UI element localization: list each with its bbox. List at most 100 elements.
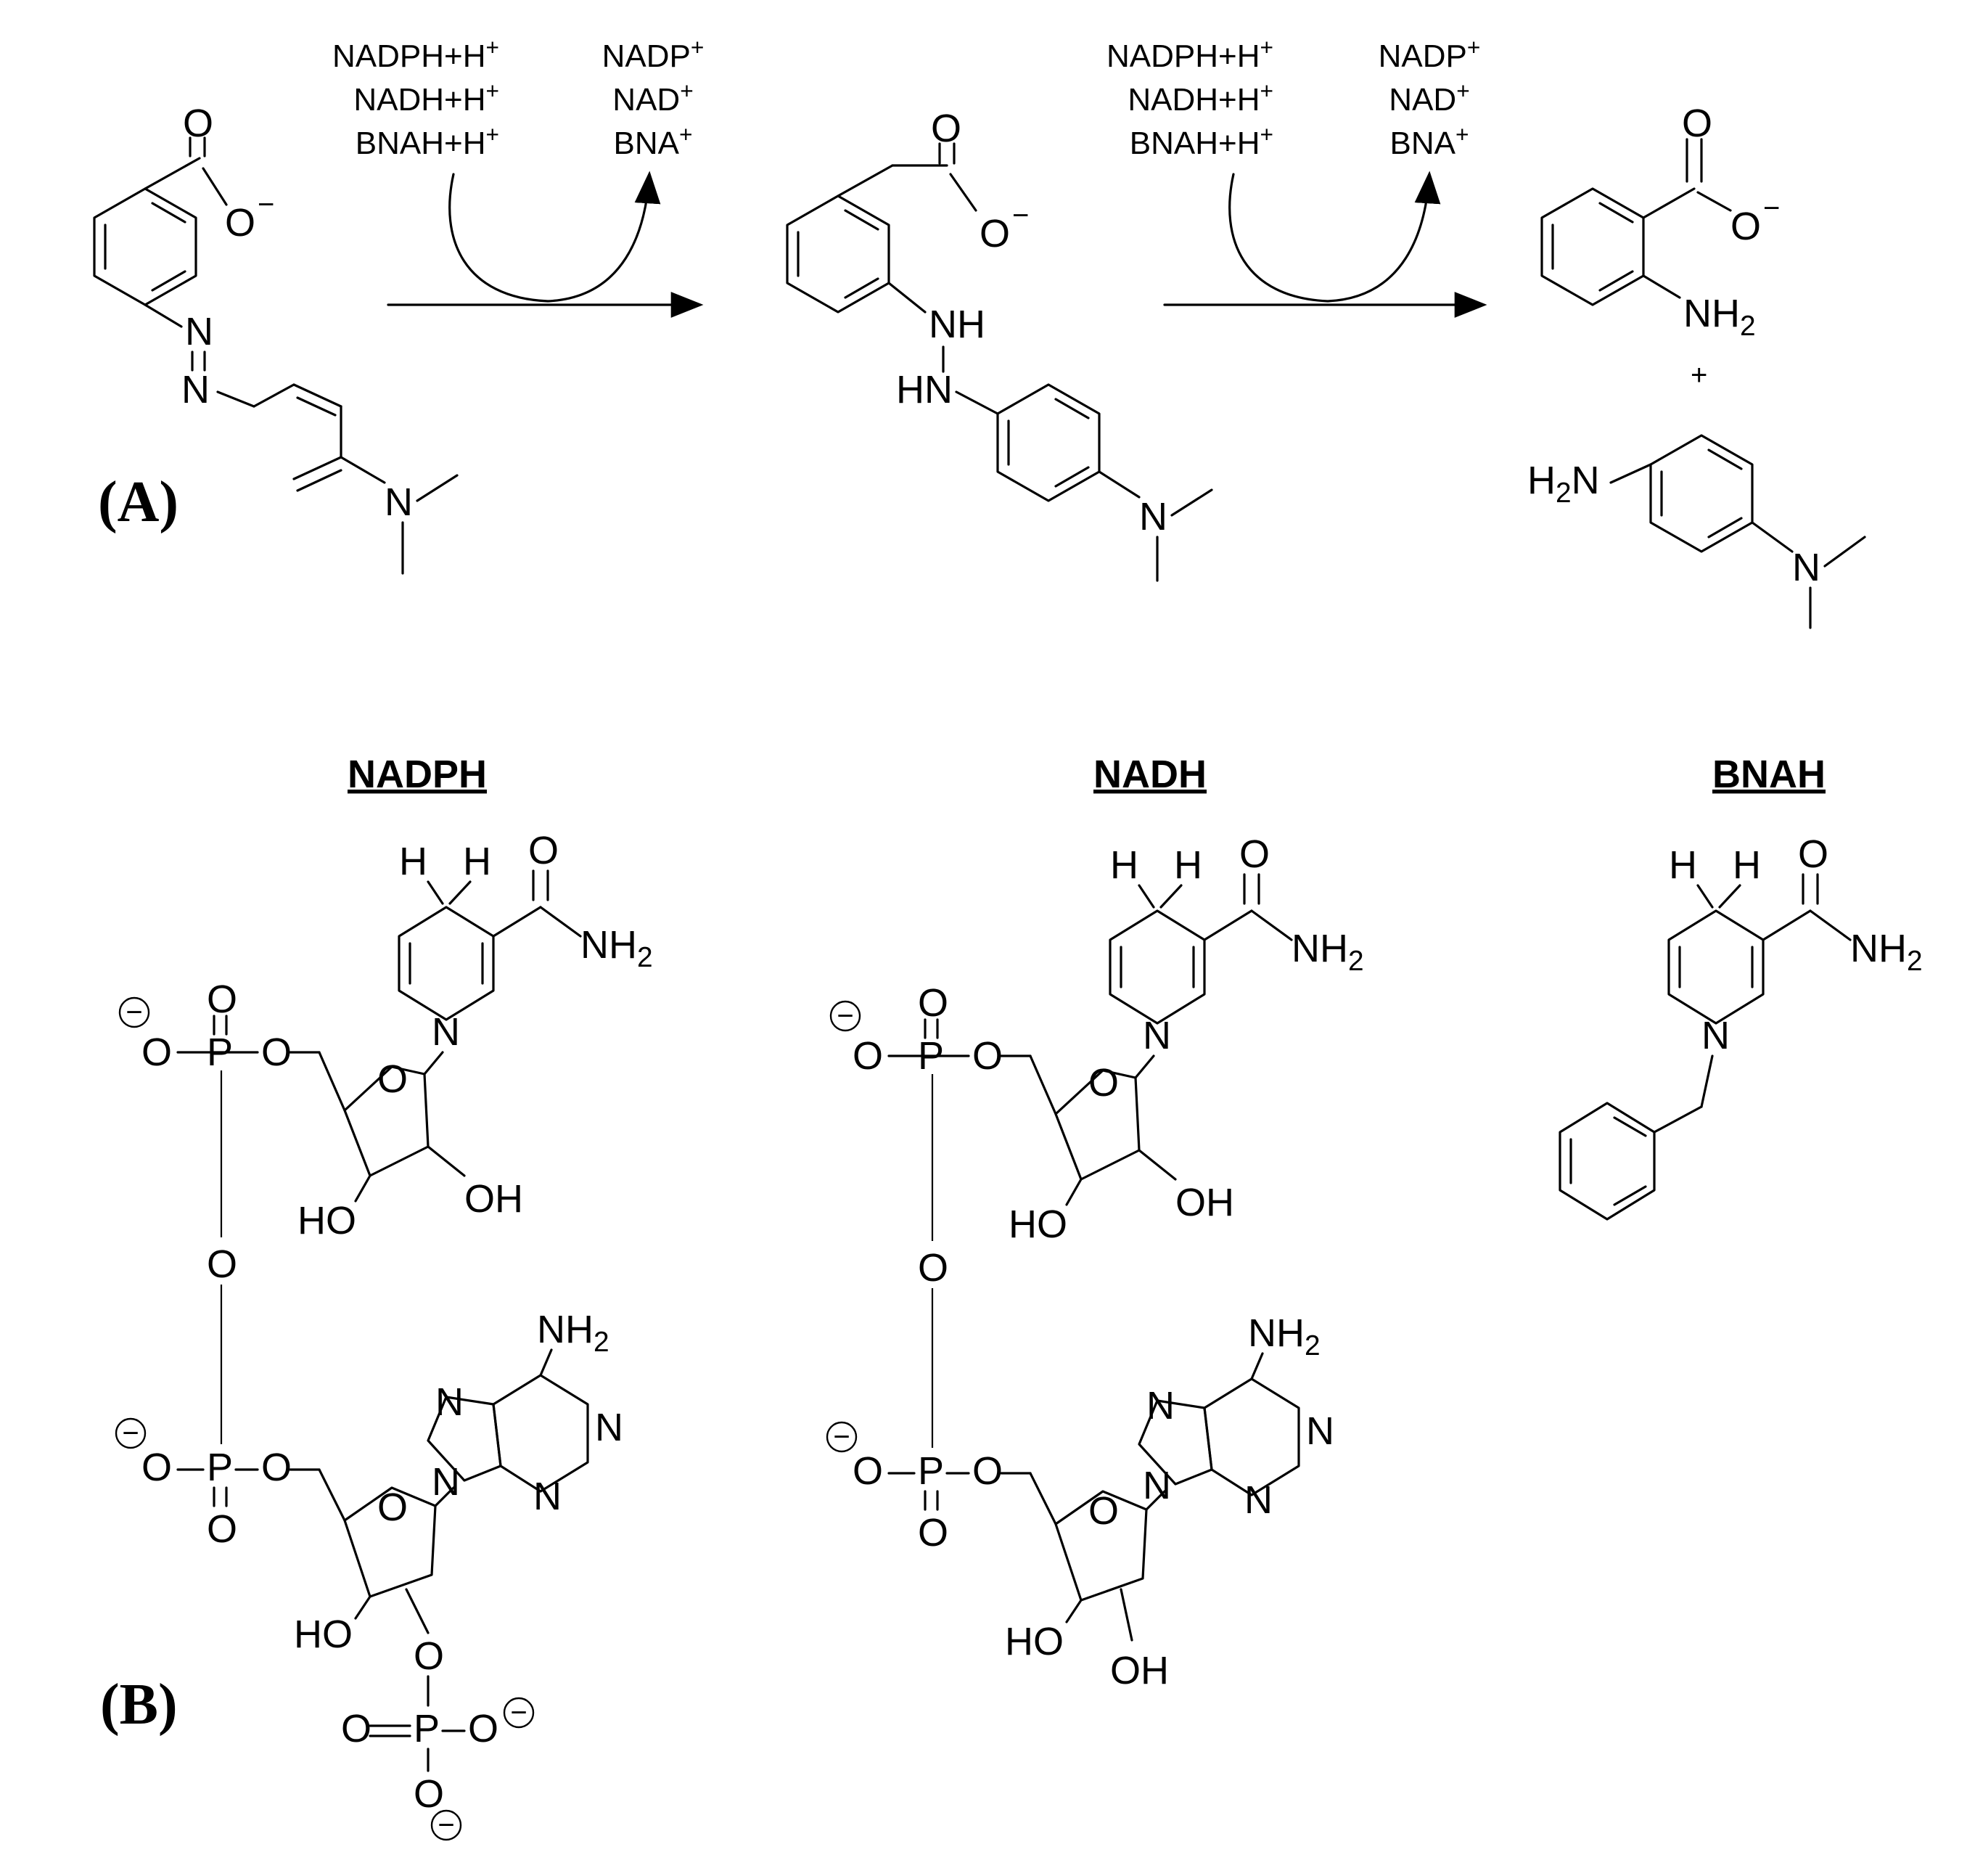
atom-h2n: H2N — [1527, 459, 1600, 509]
svg-text:H: H — [1733, 843, 1761, 887]
svg-text:NADPH+H+: NADPH+H+ — [332, 34, 499, 74]
svg-text:−: − — [122, 1417, 139, 1449]
svg-text:O: O — [341, 1707, 371, 1750]
svg-text:BNAH+H+: BNAH+H+ — [356, 121, 499, 161]
svg-text:H: H — [1174, 843, 1202, 887]
atom-o-minus: O — [1730, 205, 1761, 248]
svg-text:OH: OH — [464, 1177, 523, 1221]
svg-text:HO: HO — [297, 1199, 356, 1242]
step-1-reductants: NADPH+H+ NADH+H+ BNAH+H+ — [332, 34, 499, 161]
svg-text:O: O — [528, 829, 559, 872]
nadph-structure: H H O NH2 N O OH HO O P O O − O — [115, 829, 653, 1841]
atom-o-carbonyl: O — [1682, 102, 1712, 145]
svg-text:NH2: NH2 — [537, 1308, 609, 1358]
svg-text:NADPH+H+: NADPH+H+ — [1106, 34, 1273, 74]
svg-text:−: − — [126, 996, 142, 1028]
azo-dye-structure: O O − N N N — [93, 102, 459, 575]
svg-text:O: O — [377, 1057, 408, 1101]
svg-text:HO: HO — [294, 1613, 353, 1656]
svg-text:NH2: NH2 — [1292, 927, 1364, 977]
panel-label-b: (B) — [100, 1673, 178, 1737]
svg-text:O: O — [414, 1772, 444, 1816]
atom-o-minus: O — [225, 201, 255, 245]
svg-text:H: H — [463, 840, 491, 883]
heading-nadph: NADPH — [348, 753, 487, 796]
svg-text:P: P — [918, 1034, 944, 1078]
svg-text:HO: HO — [1009, 1203, 1067, 1246]
svg-text:−: − — [438, 1809, 454, 1841]
svg-text:O: O — [918, 1246, 948, 1290]
svg-text:BNA+: BNA+ — [614, 121, 693, 161]
svg-text:O: O — [1239, 832, 1270, 876]
svg-text:O: O — [207, 1507, 237, 1551]
atom-hn: HN — [896, 368, 953, 411]
atom-n-dimethyl: N — [1792, 546, 1820, 589]
svg-text:H: H — [1669, 843, 1697, 887]
svg-text:N: N — [1146, 1384, 1175, 1428]
atom-o-carbonyl: O — [931, 107, 961, 150]
charge-minus: − — [1012, 200, 1029, 232]
svg-text:N: N — [1306, 1409, 1334, 1453]
svg-text:O: O — [1798, 832, 1828, 876]
svg-text:NADP+: NADP+ — [602, 34, 705, 74]
atom-n-dimethyl: N — [1139, 495, 1167, 538]
svg-text:P: P — [414, 1707, 440, 1750]
svg-text:BNAH+H+: BNAH+H+ — [1130, 121, 1273, 161]
step-2-arrow — [1163, 171, 1487, 318]
atom-nh: NH — [929, 303, 985, 346]
dimethyl-phenylenediamine-structure: H2N N — [1527, 434, 1866, 629]
svg-text:N: N — [1143, 1014, 1171, 1057]
step-1-oxidants: NADP+ NAD+ BNA+ — [602, 34, 705, 161]
svg-text:−: − — [837, 1000, 853, 1032]
svg-text:O: O — [414, 1634, 444, 1678]
panel-label-a: (A) — [98, 470, 178, 534]
svg-text:O: O — [918, 1511, 948, 1555]
step-1-arrow — [387, 171, 704, 318]
heading-nadh: NADH — [1093, 753, 1207, 796]
svg-text:O: O — [1088, 1489, 1119, 1533]
charge-minus: − — [258, 189, 274, 221]
atom-nh2: NH2 — [1683, 292, 1756, 342]
svg-text:O: O — [1088, 1061, 1119, 1105]
svg-text:O: O — [261, 1446, 292, 1489]
step-2-oxidants: NADP+ NAD+ BNA+ — [1379, 34, 1481, 161]
svg-text:BNA+: BNA+ — [1390, 121, 1469, 161]
svg-text:O: O — [207, 1242, 237, 1286]
svg-text:O: O — [918, 981, 948, 1025]
step-2-reductants: NADPH+H+ NADH+H+ BNAH+H+ — [1106, 34, 1273, 161]
svg-text:N: N — [595, 1406, 623, 1449]
svg-text:−: − — [833, 1421, 850, 1453]
svg-text:H: H — [399, 840, 427, 883]
svg-text:NH2: NH2 — [1248, 1311, 1321, 1361]
atom-o-minus: O — [980, 212, 1010, 255]
nadh-structure: H H O NH2 N O OH HO O P O O − O P O — [826, 832, 1364, 1692]
svg-text:OH: OH — [1175, 1181, 1234, 1224]
svg-text:O: O — [141, 1031, 172, 1074]
svg-text:NADH+H+: NADH+H+ — [1128, 78, 1273, 118]
atom-o-carbonyl: O — [183, 102, 213, 145]
bnah-structure: H H O NH2 N — [1559, 832, 1923, 1221]
svg-text:O: O — [261, 1031, 292, 1074]
anthranilate-structure: O O − NH2 — [1540, 102, 1780, 342]
svg-text:O: O — [377, 1486, 408, 1529]
svg-text:N: N — [1701, 1014, 1730, 1057]
svg-text:O: O — [972, 1034, 1003, 1078]
heading-bnah: BNAH — [1712, 753, 1826, 796]
svg-text:O: O — [207, 978, 237, 1021]
charge-minus: − — [1763, 192, 1780, 224]
products-plus: + — [1691, 359, 1707, 391]
svg-text:N: N — [1244, 1478, 1273, 1522]
svg-text:O: O — [468, 1707, 498, 1750]
svg-text:NH2: NH2 — [1850, 927, 1923, 977]
svg-text:H: H — [1110, 843, 1138, 887]
svg-text:O: O — [853, 1449, 883, 1493]
svg-text:P: P — [207, 1031, 233, 1074]
hydrazo-intermediate-structure: O O − NH HN N — [786, 107, 1213, 582]
svg-text:NAD+: NAD+ — [612, 78, 693, 118]
svg-text:N: N — [533, 1475, 562, 1518]
atom-n-azo-2: N — [181, 368, 210, 411]
svg-text:NH2: NH2 — [580, 923, 653, 973]
svg-text:NADH+H+: NADH+H+ — [353, 78, 499, 118]
svg-text:N: N — [432, 1010, 460, 1054]
